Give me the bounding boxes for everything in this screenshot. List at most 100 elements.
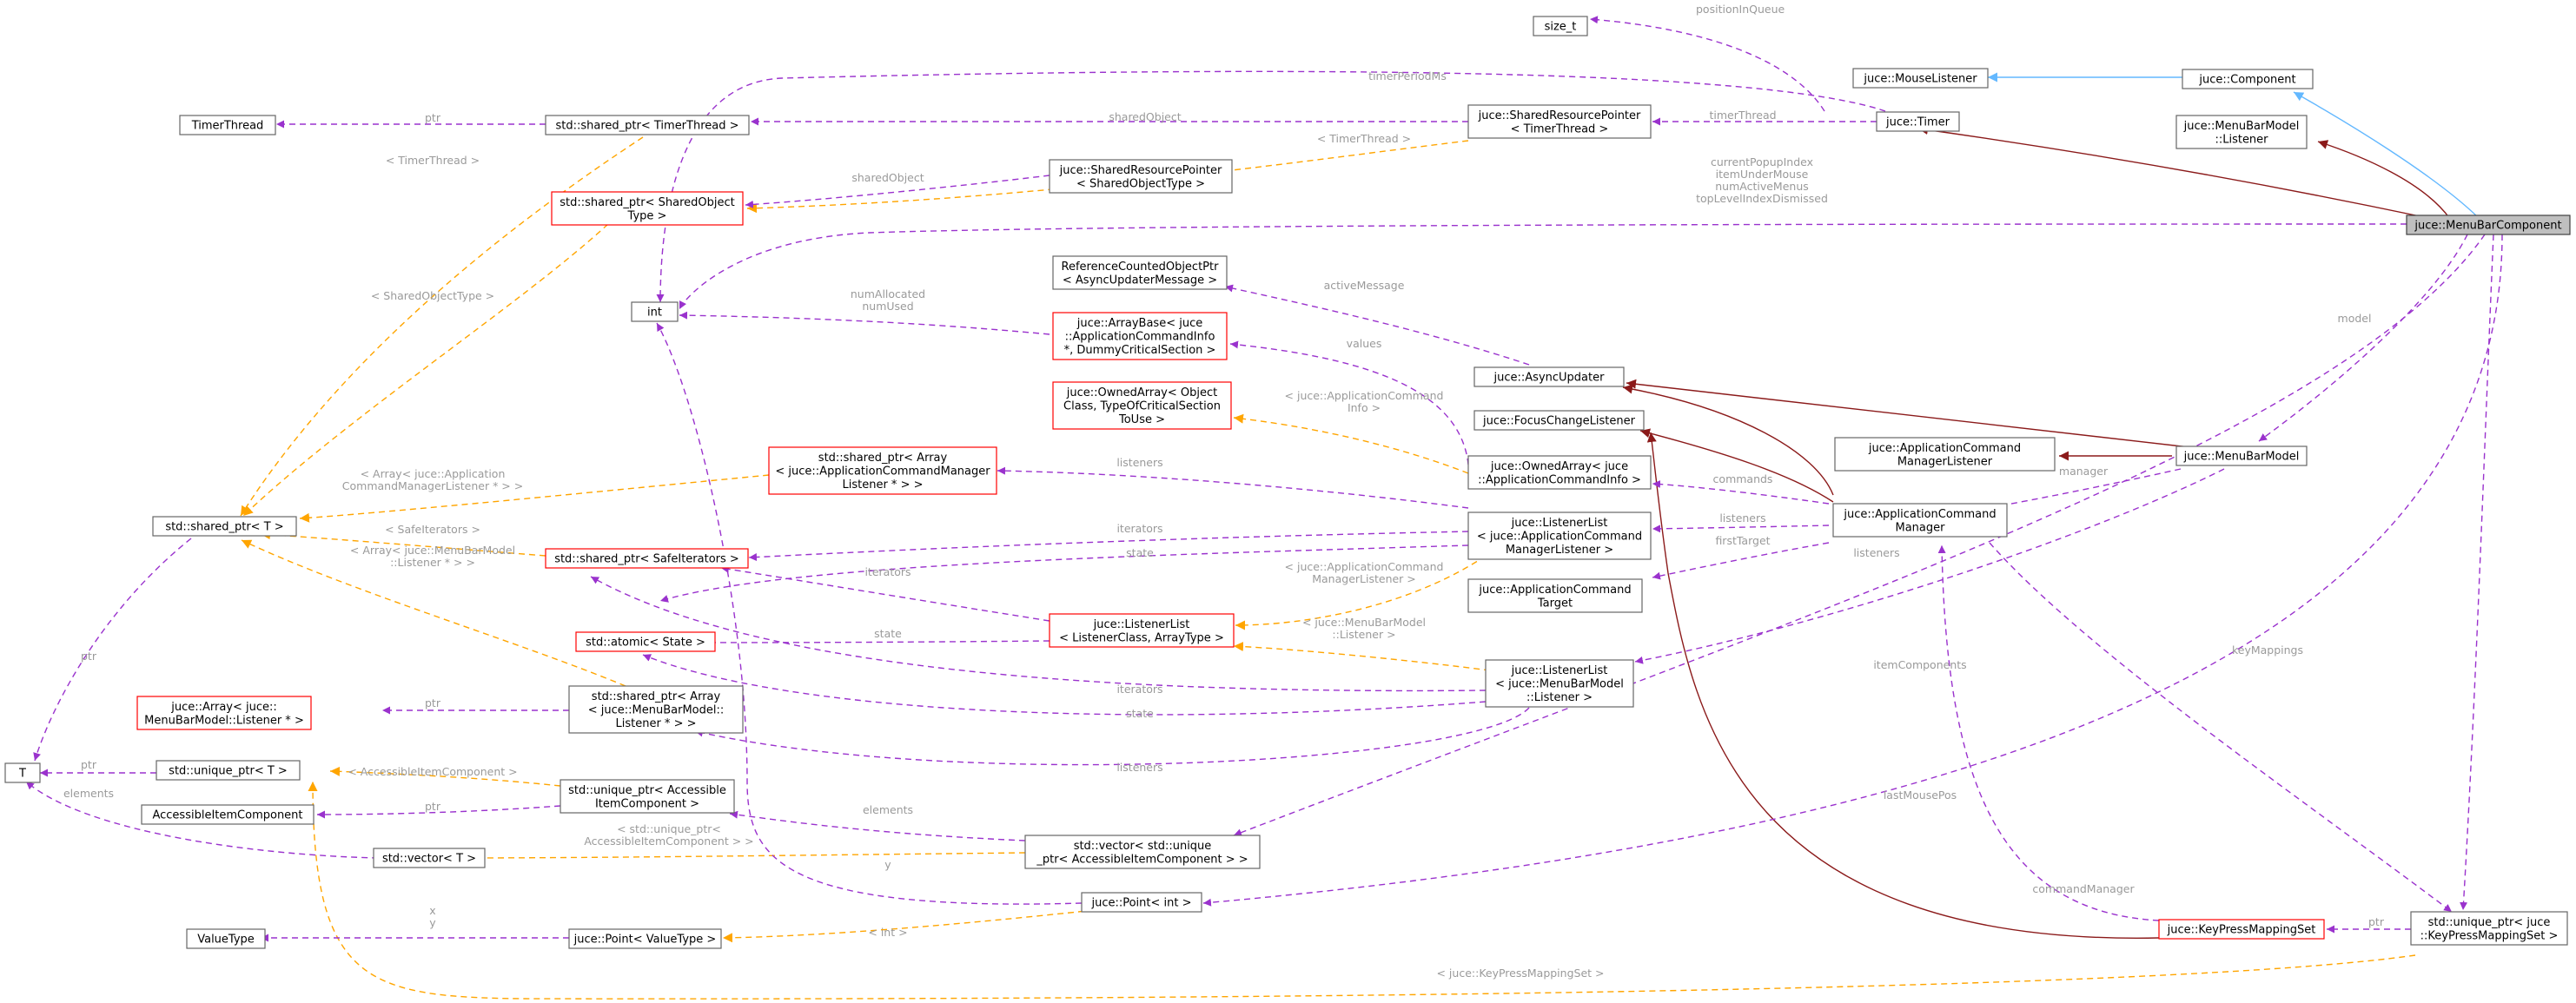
edge-label-line: ::Listener >	[1332, 628, 1395, 641]
class-name-line: juce::ApplicationCommand	[1478, 584, 1631, 597]
class-node-unique-ptr-t[interactable]: std::unique_ptr< T >	[156, 760, 301, 781]
class-name-line: std::unique_ptr< Accessible	[568, 784, 726, 797]
class-node-accessibleitemcomponent[interactable]: AccessibleItemComponent	[141, 804, 315, 825]
edge-label-line: keyMappings	[2232, 643, 2303, 657]
edge-label-line: < TimerThread >	[1317, 132, 1411, 145]
edge-label-line: state	[1126, 546, 1154, 559]
class-node-menubarcomponent[interactable]: juce::MenuBarComponent	[2406, 214, 2571, 235]
class-node-sharedresourcepointer-timerthread[interactable]: juce::SharedResourcePointer< TimerThread…	[1467, 104, 1652, 139]
edge-kpms-to-acm	[1937, 544, 2160, 921]
class-node-unique-ptr-keypressmappingset[interactable]: std::unique_ptr< juce::KeyPressMappingSe…	[2410, 911, 2568, 946]
edge-label-line: numActiveMenus	[1715, 180, 1809, 193]
edge-label-line: firstTarget	[1715, 534, 1770, 547]
class-name-line: ManagerListener	[1897, 455, 1993, 468]
edge-sp-sharedobjecttype-to-sp-t	[242, 223, 609, 517]
class-name-label: std::shared_ptr< T >	[165, 521, 283, 534]
class-node-shared-ptr-timerthread[interactable]: std::shared_ptr< TimerThread >	[545, 115, 750, 135]
class-node-referencecountedobjectptr[interactable]: ReferenceCountedObjectPtr< AsyncUpdaterM…	[1052, 255, 1228, 290]
class-node-vector-t[interactable]: std::vector< T >	[373, 848, 486, 868]
class-node-valuetype[interactable]: ValueType	[186, 928, 266, 949]
class-name-label: juce::OwnedArray< juce::ApplicationComma…	[1478, 460, 1641, 487]
edge-up-aic-to-up-t	[329, 766, 561, 787]
class-node-vector-unique-ptr-aic[interactable]: std::vector< std::unique_ptr< Accessible…	[1024, 835, 1261, 869]
edge-label: positionInQueue	[1696, 3, 1785, 16]
class-node-T[interactable]: T	[4, 762, 41, 783]
class-name-label: juce::Component	[2198, 74, 2295, 87]
edge-label: timerPeriodMs	[1368, 69, 1447, 82]
class-node-timerthread[interactable]: TimerThread	[179, 115, 276, 135]
class-name-line: std::shared_ptr< Array	[818, 452, 948, 465]
class-node-asyncupdater[interactable]: juce::AsyncUpdater	[1473, 366, 1625, 387]
edge-point-int-to-point-valuetype	[722, 909, 1096, 943]
edge-label-line: < std::unique_ptr<	[617, 822, 721, 835]
edge-srp-sharedobjecttype-to-sp-sharedobjecttype	[745, 175, 1050, 208]
edge-label-line: sharedObject	[851, 171, 924, 184]
class-name-line: ::Listener >	[1526, 691, 1593, 704]
edge-menubarcomponent-to-menubarmodel	[2258, 234, 2468, 442]
class-node-mouselistener[interactable]: juce::MouseListener	[1852, 68, 1989, 89]
class-node-keypressmappingset[interactable]: juce::KeyPressMappingSet	[2158, 919, 2325, 940]
class-name-line: std::atomic< State >	[586, 637, 705, 650]
edge-menubarcomponent-to-timer	[1917, 125, 2425, 218]
class-node-size-t[interactable]: size_t	[1533, 16, 1588, 36]
class-name-line: juce::ApplicationCommand	[1843, 508, 1996, 521]
class-name-line: size_t	[1545, 21, 1577, 34]
class-node-component[interactable]: juce::Component	[2182, 69, 2314, 89]
class-name-label: AccessibleItemComponent	[152, 809, 302, 822]
class-node-point-valuetype[interactable]: juce::Point< ValueType >	[568, 928, 722, 949]
class-name-label: std::vector< T >	[382, 853, 476, 866]
class-node-listenerlist-generic[interactable]: juce::ListenerList< ListenerClass, Array…	[1049, 613, 1235, 648]
class-name-label: juce::MenuBarComponent	[2414, 220, 2561, 233]
edge-menubarcomponent-to-component	[2293, 91, 2479, 218]
class-name-line: std::unique_ptr< T >	[169, 765, 288, 778]
class-node-listenerlist-menubarmodel-listener[interactable]: juce::ListenerList< juce::MenuBarModel::…	[1485, 659, 1634, 708]
class-node-shared-ptr-safeiterators[interactable]: std::shared_ptr< SafeIterators >	[545, 548, 749, 569]
class-node-menubarmodel-listener[interactable]: juce::MenuBarModel::Listener	[2175, 115, 2308, 149]
edge-label: ptr	[425, 111, 441, 124]
edge-ll-mbml-to-atomic-state	[642, 654, 1487, 716]
edge-menubarcomponent-to-int	[679, 223, 2407, 310]
class-node-shared-ptr-array-acml[interactable]: std::shared_ptr< Array< juce::Applicatio…	[768, 446, 997, 495]
edge-label-line: < juce::ApplicationCommand	[1285, 389, 1444, 402]
edge-acm-to-asyncupdater	[1622, 384, 1834, 496]
edge-label-line: < Array< juce::MenuBarModel	[350, 544, 515, 557]
edge-label-line: < SafeIterators >	[385, 523, 480, 536]
edge-acm-to-ll-acml	[1652, 525, 1830, 533]
class-node-ownedarray-applicationcommandinfo[interactable]: juce::OwnedArray< juce::ApplicationComma…	[1467, 455, 1652, 490]
edge-label-line: commands	[1713, 472, 1773, 485]
edge-label: state	[874, 627, 902, 640]
class-name-label: juce::MenuBarModel::Listener	[2183, 120, 2300, 147]
class-name-line: juce::FocusChangeListener	[1482, 415, 1636, 428]
class-name-line: juce::MenuBarModel	[2183, 120, 2300, 133]
class-node-array-menubarmodel-listener[interactable]: juce::Array< juce::MenuBarModel::Listene…	[136, 696, 312, 730]
class-node-shared-ptr-t[interactable]: std::shared_ptr< T >	[152, 516, 297, 537]
class-node-timer[interactable]: juce::Timer	[1876, 111, 1960, 132]
edge-kpms-to-focuschangelistener	[1646, 432, 2160, 939]
class-node-focuschangelistener[interactable]: juce::FocusChangeListener	[1473, 410, 1645, 431]
class-node-point-int[interactable]: juce::Point< int >	[1081, 892, 1202, 913]
class-node-arraybase[interactable]: juce::ArrayBase< juce::ApplicationComman…	[1052, 312, 1228, 360]
edge-label: sharedObject	[1109, 110, 1181, 123]
edge-label-line: topLevelIndexDismissed	[1696, 192, 1828, 205]
class-name-line: std::shared_ptr< Array	[592, 690, 721, 703]
class-node-listenerlist-acml[interactable]: juce::ListenerList< juce::ApplicationCom…	[1467, 511, 1652, 560]
class-name-line: ToUse >	[1118, 413, 1165, 426]
class-node-int[interactable]: int	[631, 301, 679, 322]
class-node-atomic-state[interactable]: std::atomic< State >	[575, 631, 716, 652]
edge-label: < int >	[868, 926, 907, 939]
class-node-shared-ptr-array-mbml[interactable]: std::shared_ptr< Array< juce::MenuBarMod…	[568, 685, 744, 734]
class-name-label: juce::MouseListener	[1863, 73, 1977, 86]
class-node-sharedresourcepointer-sharedobjecttype[interactable]: juce::SharedResourcePointer< SharedObjec…	[1049, 159, 1233, 194]
class-node-menubarmodel[interactable]: juce::MenuBarModel	[2175, 445, 2308, 466]
edge-menubarcomponent-to-vector-up-aic	[1233, 234, 2486, 836]
